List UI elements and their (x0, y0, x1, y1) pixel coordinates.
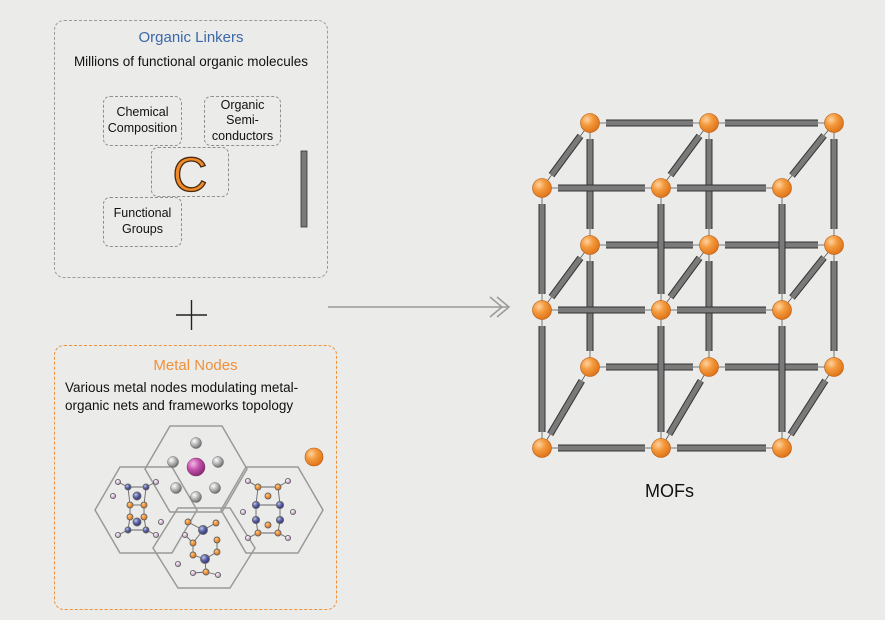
hexagon-bottom (152, 507, 256, 589)
chemical-label-1: Chemical (116, 105, 169, 120)
lattice-metal-node (651, 438, 671, 458)
linker-rod-icon (300, 150, 308, 228)
lattice-metal-node (699, 235, 719, 255)
organic-semiconductors-box: Organic Semi- conductors (204, 96, 281, 146)
metal-nodes-title: Metal Nodes (153, 357, 238, 374)
chemical-label-2: Composition (107, 121, 178, 135)
lattice-metal-node (532, 300, 552, 320)
metal-subtitle-line1: Various metal nodes modulating metal- (65, 380, 299, 395)
metal-nodes-panel: Metal Nodes Various metal nodes modulati… (54, 345, 337, 610)
lattice-metal-node (532, 178, 552, 198)
lattice-rod (548, 379, 584, 436)
lattice-metal-node (532, 438, 552, 458)
semi-label-3: conductors (211, 128, 274, 143)
plus-icon (176, 300, 207, 330)
reaction-arrow-icon (328, 296, 511, 318)
lattice-metal-node (580, 357, 600, 377)
functional-groups-box: Functional Groups (103, 197, 182, 247)
hexagon-right (220, 466, 324, 554)
lattice-metal-node (699, 357, 719, 377)
carbon-center-box (151, 147, 229, 197)
lattice-rod (668, 134, 702, 177)
mofs-label: MOFs (645, 481, 694, 501)
lattice-metal-node (651, 300, 671, 320)
semi-label-1: Organic (220, 97, 265, 112)
organic-linkers-panel: Organic Linkers Millions of functional o… (54, 20, 328, 278)
functional-label-2: Groups (122, 222, 163, 236)
lattice-rod (549, 256, 583, 299)
lattice-rod (668, 256, 702, 299)
lattice-rod (790, 133, 826, 178)
carbon-letter: C (173, 149, 208, 202)
right-cluster-icon (239, 477, 297, 542)
organic-linkers-title: Organic Linkers (138, 29, 244, 46)
mof-lattice (532, 113, 844, 458)
left-cluster-icon (109, 478, 165, 539)
lattice-rod (667, 379, 703, 436)
functional-label-1: Functional (113, 206, 172, 221)
lattice-rod (790, 255, 826, 300)
octahedral-cluster-icon (167, 437, 224, 503)
lattice-metal-node (824, 113, 844, 133)
organic-linkers-subtitle: Millions of functional organic molecules (73, 54, 309, 69)
lattice-metal-node (699, 113, 719, 133)
metal-subtitle-line2: organic nets and frameworks topology (65, 397, 294, 413)
lattice-metal-node (824, 357, 844, 377)
semi-label-2: Semi- (226, 113, 259, 128)
lattice-rod (549, 134, 583, 177)
hexagon-left (94, 466, 198, 554)
chemical-composition-box: Chemical Composition (103, 96, 182, 146)
lattice-metal-node (772, 300, 792, 320)
metal-nodes-subtitle: Various metal nodes modulating metal- or… (65, 379, 298, 414)
lattice-metal-node (580, 113, 600, 133)
metal-node-sphere-icon (304, 447, 324, 467)
lattice-metal-node (824, 235, 844, 255)
bottom-cluster-icon (174, 518, 222, 579)
lattice-metal-node (772, 438, 792, 458)
lattice-rod (788, 379, 828, 436)
lattice-metal-node (772, 178, 792, 198)
lattice-metal-node (651, 178, 671, 198)
lattice-metal-node (580, 235, 600, 255)
